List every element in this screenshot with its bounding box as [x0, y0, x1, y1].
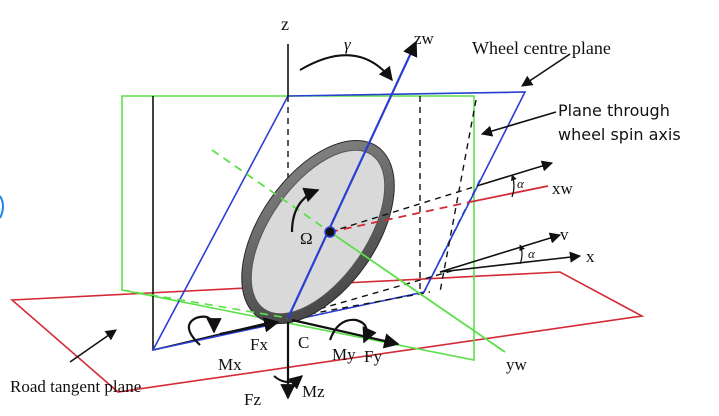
alpha-arc-lower [519, 244, 525, 265]
spin-plane-leader [480, 111, 557, 137]
wheel-centre-plane-label: Wheel centre plane [472, 38, 611, 58]
xw-label: xw [552, 179, 574, 198]
x-axis-arrow [439, 251, 582, 273]
spin-plane-label-line2: wheel spin axis [558, 125, 681, 144]
fy-label: Fy [364, 347, 382, 366]
wheel-centre-dot [324, 226, 336, 238]
omega-label: Ω [300, 229, 313, 248]
spin-axis-solid [329, 231, 506, 353]
road-tangent-plane [9, 271, 645, 393]
fx-label: Fx [250, 335, 268, 354]
fz-label: Fz [244, 390, 261, 409]
spin-axis-dashed [211, 149, 331, 233]
mz-moment-arrow [273, 375, 304, 390]
my-label: My [332, 345, 356, 364]
my-moment-arrow [328, 318, 377, 344]
fy-arrow [291, 318, 400, 349]
x-label: x [586, 247, 595, 266]
alpha-label-upper: α [517, 176, 525, 191]
yw-label: yw [506, 355, 528, 374]
mx-label: Mx [218, 355, 242, 374]
wheel [241, 140, 395, 324]
road-tangent-plane-label: Road tangent plane [10, 377, 141, 396]
wheel-centre-plane [151, 91, 527, 352]
spin-axis-plane [121, 95, 475, 361]
spin-plane-label-line1: Plane through [558, 101, 670, 120]
velocity-arrow-lower [439, 232, 562, 273]
wheel-plane-dashed-edge [423, 179, 481, 293]
mx-moment-arrow [187, 315, 222, 346]
xw-axis-dashed [329, 201, 471, 233]
road-plane-leader [69, 329, 117, 363]
green-base-dashed [121, 289, 289, 319]
alpha-label-lower: α [528, 246, 536, 261]
v-label: v [560, 225, 569, 244]
velocity-dashed-upper [329, 184, 481, 233]
z-label: z [281, 14, 289, 34]
wheel-centre-plane-leader [521, 53, 571, 87]
gamma-arc-arrow [299, 54, 393, 82]
zw-label: zw [414, 29, 435, 48]
road-dashed-1 [287, 269, 456, 319]
zw-axis [287, 40, 418, 319]
alpha-arc-upper [511, 174, 517, 198]
fx-arrow [219, 317, 280, 336]
xw-axis [469, 185, 549, 203]
contact-point-label: C [298, 333, 309, 352]
omega-rotation-arrow [290, 187, 320, 233]
side-mark [0, 195, 4, 219]
mz-label: Mz [302, 382, 325, 401]
gamma-label: γ [344, 35, 352, 54]
velocity-arrow-upper [479, 160, 554, 186]
